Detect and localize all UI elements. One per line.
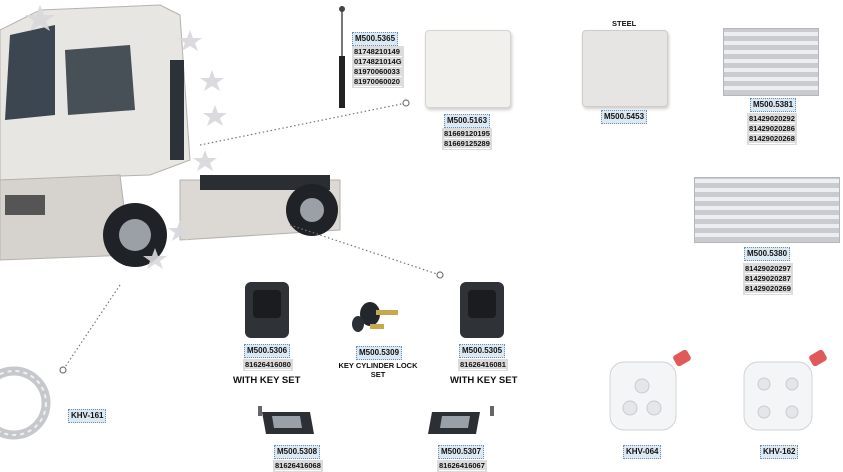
- ref-number: 0174821014G: [354, 57, 402, 67]
- key-cylinder-image: [348, 296, 408, 338]
- inner-handle-right-code: M500.5307: [438, 445, 485, 459]
- fuel-tank-left-code: KHV-064: [623, 445, 662, 459]
- door-handle-left-code: M500.5306: [244, 344, 291, 358]
- door-handle-right-refs: 81626416081: [458, 359, 508, 371]
- ref-number: 81429020286: [749, 124, 795, 134]
- key-cylinder-caption: KEY CYLINDER LOCK SET: [338, 361, 418, 379]
- door-handle-left-caption: WITH KEY SET: [233, 375, 301, 386]
- ref-number: 81748210149: [354, 47, 402, 57]
- inner-handle-right-image: [428, 404, 500, 438]
- ref-number: 81626416080: [245, 360, 291, 370]
- ref-number: 81669120195: [444, 129, 490, 139]
- mudflap-white-image: [425, 30, 511, 108]
- mudflap-steel-code: M500.5453: [601, 110, 648, 124]
- ref-number: 81970060033: [354, 67, 402, 77]
- fuel-tank-right-code: KHV-162: [760, 445, 799, 459]
- gas-spring-image: [336, 6, 350, 110]
- ref-number: 81626416067: [439, 461, 485, 471]
- step-plate-large-refs: 81429020297 81429020287 81429020269: [743, 263, 793, 295]
- ref-number: 81626416081: [460, 360, 506, 370]
- inner-handle-left-refs: 81626416068: [273, 460, 323, 472]
- ref-number: 81970060020: [354, 77, 402, 87]
- gas-spring-refs: 81748210149 0174821014G 81970060033 8197…: [352, 46, 404, 88]
- fuel-tank-left-image: [608, 349, 698, 432]
- ref-number: 81429020292: [749, 114, 795, 124]
- key-cylinder-code: M500.5309: [356, 346, 403, 360]
- inner-handle-left-code: M500.5308: [274, 445, 321, 459]
- ref-number: 81429020297: [745, 264, 791, 274]
- ref-number: 81429020287: [745, 274, 791, 284]
- ref-number: 81429020269: [745, 284, 791, 294]
- gas-spring-code: M500.5365: [352, 32, 399, 46]
- door-handle-right-caption: WITH KEY SET: [450, 375, 518, 386]
- step-plate-small-code: M500.5381: [750, 98, 797, 112]
- step-plate-large-image: [694, 177, 840, 243]
- step-plate-small-refs: 81429020292 81429020286 81429020268: [747, 113, 797, 145]
- hub-cover-code: KHV-161: [68, 409, 107, 423]
- mudflap-steel-image: [582, 30, 668, 107]
- fuel-tank-right-image: [742, 349, 834, 432]
- mudflap-steel-label: STEEL: [612, 19, 637, 28]
- door-handle-right-image: [460, 282, 504, 338]
- door-handle-left-refs: 81626416080: [243, 359, 293, 371]
- truck-image: [0, 0, 345, 280]
- inner-handle-right-refs: 81626416067: [437, 460, 487, 472]
- step-plate-large-code: M500.5380: [744, 247, 791, 261]
- ref-number: 81626416068: [275, 461, 321, 471]
- hub-cover-image: [0, 366, 51, 440]
- inner-handle-left-image: [256, 404, 318, 438]
- ref-number: 81429020268: [749, 134, 795, 144]
- mudflap-white-refs: 81669120195 81669125289: [442, 128, 492, 150]
- door-handle-left-image: [245, 282, 289, 338]
- step-plate-small-image: [723, 28, 819, 96]
- ref-number: 81669125289: [444, 139, 490, 149]
- door-handle-right-code: M500.5305: [459, 344, 506, 358]
- mudflap-white-code: M500.5163: [444, 114, 491, 128]
